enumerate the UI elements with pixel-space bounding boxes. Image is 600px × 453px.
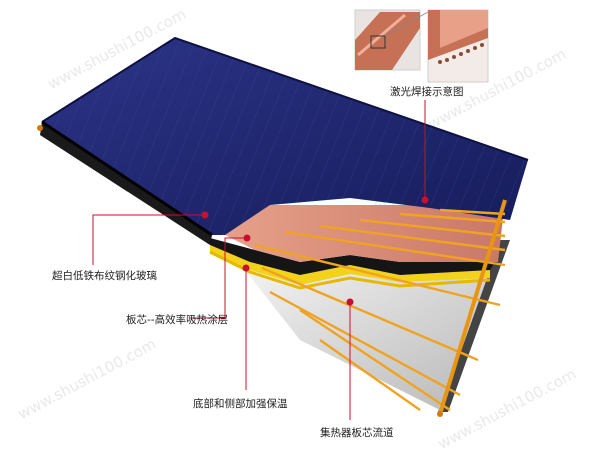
insulation-label: 底部和侧部加强保温 <box>193 398 288 410</box>
frame-right-edge <box>438 240 510 412</box>
glass-label: 超白低铁布纹钢化玻璃 <box>52 270 157 282</box>
leader-lines <box>92 100 426 420</box>
laser-weld-label: 激光焊接示意图 <box>390 86 464 98</box>
laser-weld-inset <box>354 9 489 83</box>
leader-dots <box>201 196 429 306</box>
flow-channel-label: 集热器板芯流道 <box>320 427 394 439</box>
absorber-label: 板芯--高效率吸热涂层 <box>126 314 229 326</box>
frame-edge <box>40 122 212 245</box>
glass-edge <box>41 36 529 161</box>
riser-pipes <box>254 208 506 411</box>
back-plate <box>245 270 490 410</box>
absorber-black <box>210 238 495 275</box>
header-pipe <box>438 199 507 415</box>
